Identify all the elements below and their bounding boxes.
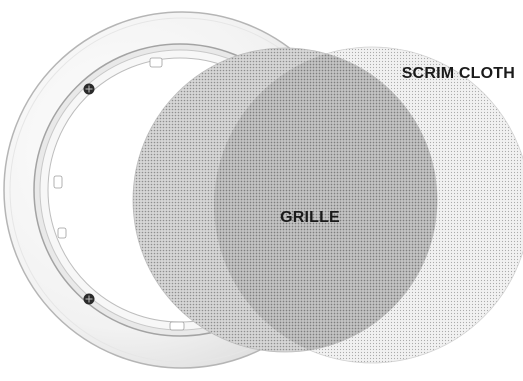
screw-icon: [83, 293, 95, 305]
grille: [132, 47, 438, 353]
mounting-tab: [53, 57, 185, 331]
screw-icon: [83, 83, 95, 95]
scrim-cloth-label: SCRIM CLOTH: [402, 65, 515, 82]
grille-label: GRILLE: [280, 209, 340, 226]
